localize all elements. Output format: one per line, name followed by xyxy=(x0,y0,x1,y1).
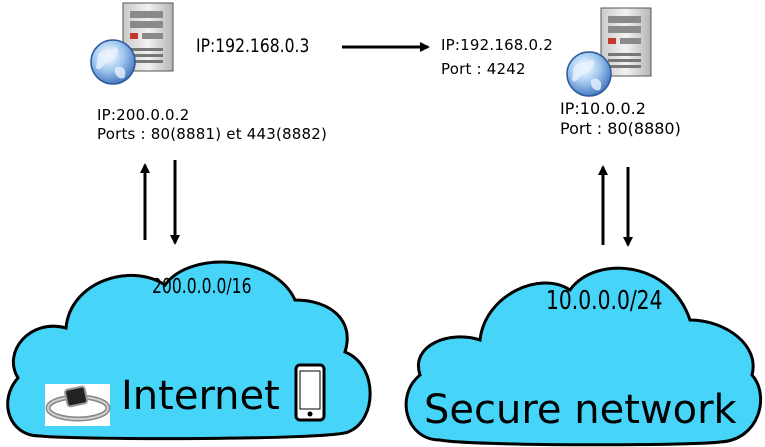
right-server-ip: IP:10.0.0.2 xyxy=(560,99,646,118)
internet-subnet: 200.0.0.0/16 xyxy=(152,274,252,298)
globe-icon-left xyxy=(90,39,136,85)
secure-subnet: 10.0.0.0/24 xyxy=(546,286,663,316)
middle-server-ip: IP:192.168.0.2 xyxy=(441,36,553,54)
smartphone-icon xyxy=(294,363,326,422)
secure-label: Secure network xyxy=(424,387,737,433)
left-server-inner-ip: IP:192.168.0.3 xyxy=(196,35,310,57)
server-icon-right xyxy=(600,7,652,77)
internet-label: Internet xyxy=(121,373,280,419)
middle-server-port: Port : 4242 xyxy=(441,60,526,78)
right-server-port: Port : 80(8880) xyxy=(560,119,681,138)
ring-icon xyxy=(45,384,111,426)
secure-cloud-shape xyxy=(404,266,762,447)
left-server-ports: Ports : 80(8881) et 443(8882) xyxy=(97,125,328,143)
left-server-ip: IP:200.0.0.2 xyxy=(97,106,190,124)
globe-icon-right xyxy=(566,51,612,97)
